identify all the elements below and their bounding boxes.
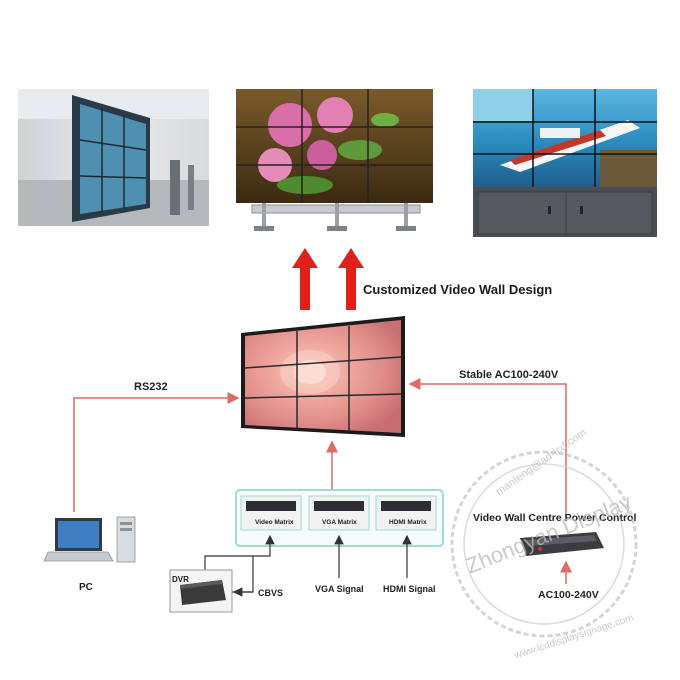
stable-power-label: Stable AC100-240V [459,369,559,381]
hdmi-matrix-label: HDMI Matrix [389,519,427,526]
vga-matrix-label: VGA Matrix [322,519,357,526]
upward-arrows [292,248,364,310]
diagram-title: Customized Video Wall Design [363,282,552,297]
photo-flower-video-wall [236,89,433,231]
watermark-brand: Zhongyan Display [462,489,635,578]
signal-lines [204,534,412,597]
dvr-label: DVR [172,575,189,584]
watermark-website: www.lcddisplaysignage.com [512,613,635,662]
video-matrix-device [246,501,296,511]
vga-signal-label: VGA Signal [315,584,364,594]
power-control-label: Video Wall Centre Power Control [473,512,636,524]
cbvs-label: CBVS [258,588,283,598]
hdmi-matrix-device [381,501,431,511]
rs232-connection [73,392,240,512]
watermark-email: manteng@ad-lcd.com [494,427,589,499]
video-matrix-label: Video Matrix [255,519,294,526]
vga-matrix-device [314,501,364,511]
up-arrow-right [338,248,364,310]
pc-device [43,516,136,563]
hdmi-signal-label: HDMI Signal [383,584,436,594]
matrix-panel [235,489,444,547]
rs232-label: RS232 [134,381,168,393]
central-video-wall [241,316,405,437]
pc-label: PC [79,582,93,593]
photo-lobby-video-wall [18,89,209,226]
up-arrow-left [292,248,318,310]
stable-power-connection [408,378,567,518]
dvr-device [169,569,233,613]
photo-ship-video-wall [473,89,657,237]
power-control-device [520,532,604,556]
watermark-seal: Zhongyan Display manteng@ad-lcd.com www.… [450,427,638,662]
power-input-label: AC100-240V [538,589,599,601]
